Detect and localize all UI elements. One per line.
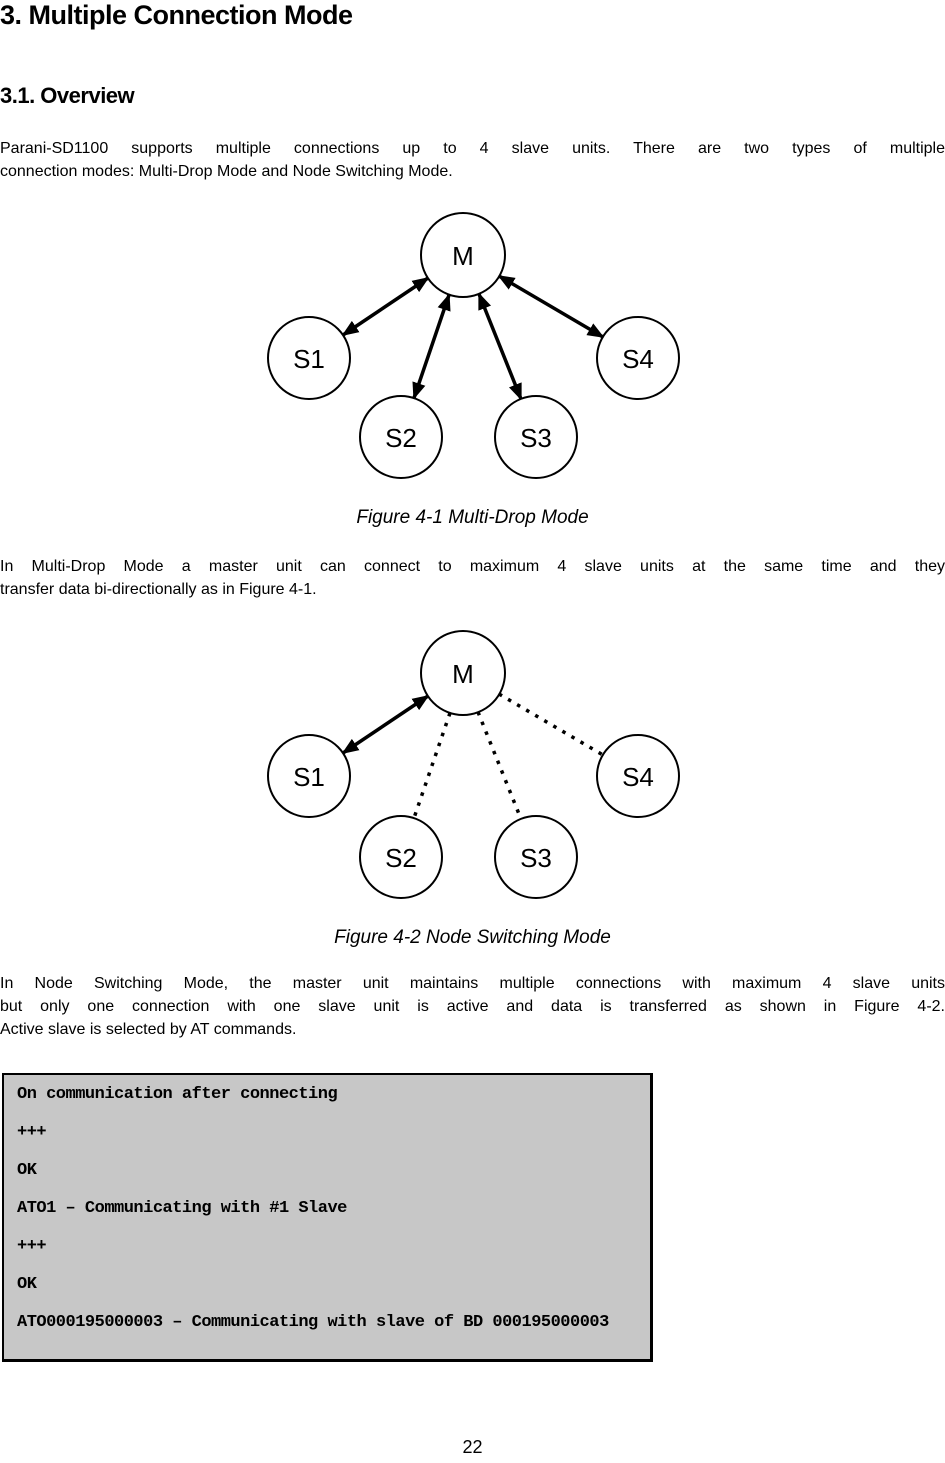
figure2-caption: Figure 4-2 Node Switching Mode <box>334 927 611 948</box>
node-slave2-label: S2 <box>385 843 417 873</box>
node-master <box>420 212 506 298</box>
edge-m-s3-inactive <box>476 711 523 820</box>
terminal-line: OK <box>17 1275 37 1294</box>
figure-multi-drop-diagram: M S1 S2 S3 S4 <box>267 212 680 479</box>
node-slave2 <box>359 815 443 899</box>
edge-m-s4-inactive <box>498 692 604 757</box>
edge-m-s2-inactive <box>412 712 452 819</box>
node-slave2-label: S2 <box>385 423 417 453</box>
paragraph-line: In Node Switching Mode, the master unit … <box>0 975 945 992</box>
paragraph-line: In Multi-Drop Mode a master unit can con… <box>0 558 945 575</box>
chapter-heading: 3. Multiple Connection Mode <box>0 0 353 30</box>
terminal-line: OK <box>17 1161 37 1180</box>
terminal-line: +++ <box>17 1123 47 1142</box>
node-slave3-label: S3 <box>520 843 552 873</box>
node-slave4-label: S4 <box>622 762 654 792</box>
paragraph-overview: Parani-SD1100 supports multiple connecti… <box>0 137 945 183</box>
node-slave3-label: S3 <box>520 423 552 453</box>
node-master-label: M <box>452 659 474 689</box>
terminal-example-box: On communication after connecting +++ OK… <box>2 1073 653 1362</box>
figure-node-switching-diagram: M S1 S2 S3 S4 <box>267 630 680 899</box>
section-heading: 3.1. Overview <box>0 83 135 108</box>
node-master <box>420 630 506 716</box>
terminal-line: ATO1 – Communicating with #1 Slave <box>17 1199 347 1218</box>
edge-m-s2 <box>412 293 451 400</box>
node-slave3 <box>494 815 578 899</box>
paragraph-line: connection modes: Multi-Drop Mode and No… <box>0 163 453 180</box>
paragraph-line: transfer data bi-directionally as in Fig… <box>0 581 317 598</box>
edge-m-s1 <box>341 276 430 337</box>
terminal-line: ATO000195000003 – Communicating with sla… <box>17 1313 609 1332</box>
page-number: 22 <box>462 1437 483 1457</box>
node-slave4-label: S4 <box>622 344 654 374</box>
paragraph-node-switching: In Node Switching Mode, the master unit … <box>0 972 945 1041</box>
node-slave2 <box>359 395 443 479</box>
node-slave1 <box>267 316 351 400</box>
node-master-label: M <box>452 241 474 271</box>
node-slave4 <box>596 316 680 400</box>
figure1-caption: Figure 4-1 Multi-Drop Mode <box>356 507 589 528</box>
terminal-line: On communication after connecting <box>17 1085 338 1104</box>
paragraph-multidrop: In Multi-Drop Mode a master unit can con… <box>0 555 945 601</box>
edge-m-s1-active <box>341 694 430 755</box>
paragraph-line: Parani-SD1100 supports multiple connecti… <box>0 140 945 157</box>
node-slave3 <box>494 395 578 479</box>
edge-m-s3 <box>477 292 523 401</box>
paragraph-line: but only one connection with one slave u… <box>0 998 945 1015</box>
paragraph-line: Active slave is selected by AT commands. <box>0 1021 297 1038</box>
node-slave4 <box>596 734 680 818</box>
terminal-line: +++ <box>17 1237 47 1256</box>
node-slave1 <box>267 734 351 818</box>
edge-m-s4 <box>497 274 605 339</box>
node-slave1-label: S1 <box>293 762 325 792</box>
node-slave1-label: S1 <box>293 344 325 374</box>
